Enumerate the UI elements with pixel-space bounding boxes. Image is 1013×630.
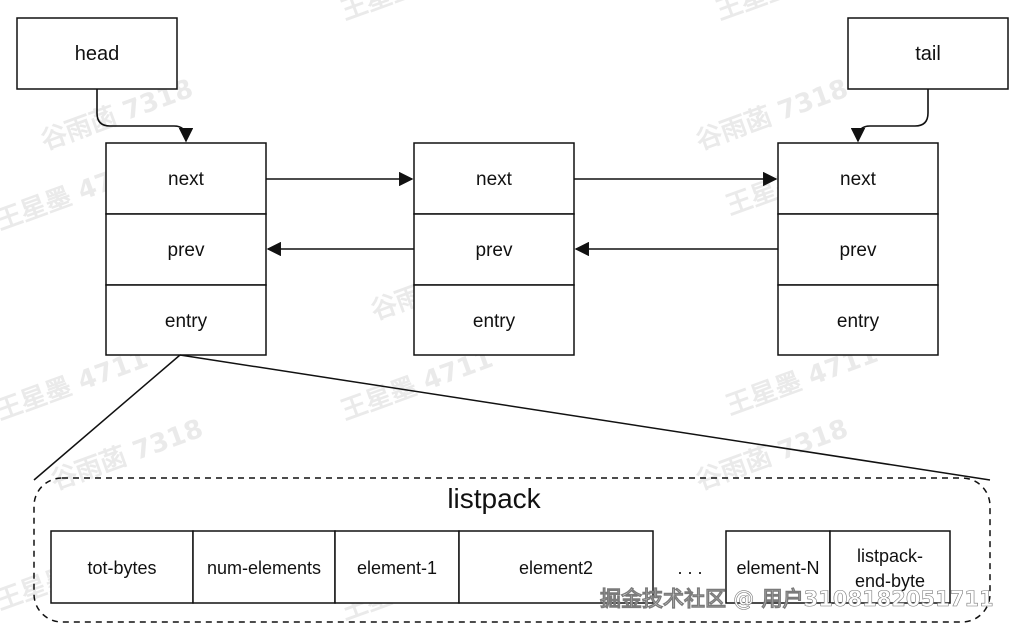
node-entry-field [413, 284, 575, 356]
entry-label: entry [473, 311, 516, 332]
ellipsis: . . . [677, 558, 702, 578]
node-entry-field [105, 284, 267, 356]
cell-label: tot-bytes [87, 558, 156, 578]
head-box: head [16, 17, 178, 90]
cell-label: element2 [519, 558, 593, 578]
prev-label: prev [840, 240, 877, 261]
tail-pointer-arrow [850, 89, 929, 143]
listpack-cell-element-n [725, 530, 831, 604]
prev-label: prev [476, 240, 513, 261]
next-label: next [476, 169, 513, 190]
head-label: head [75, 43, 120, 65]
next-label: next [840, 169, 877, 190]
cell-label-line-2: end-byte [855, 571, 925, 591]
cell-label: element-1 [357, 558, 437, 578]
quicklist-node: next prev entry [413, 142, 575, 356]
zoom-line [179, 354, 991, 481]
next-label: next [168, 169, 205, 190]
tail-label: tail [915, 43, 941, 65]
quicklist-node: next prev entry [777, 142, 939, 356]
prev-label: prev [168, 240, 205, 261]
head-pointer-arrow [96, 89, 194, 143]
site-watermark: 掘金技术社区 @ 用户3108182051711 [600, 587, 994, 611]
zoom-line [33, 354, 181, 481]
watermark-text: 王星墨 4711 [337, 344, 497, 427]
listpack-cell-num-elements [192, 530, 336, 604]
listpack-cell-tot-bytes [50, 530, 194, 604]
listpack-container: listpack tot-bytes num-elements element-… [33, 477, 991, 623]
listpack-cell-element-1 [334, 530, 460, 604]
entry-label: entry [165, 311, 208, 332]
watermark-text: 王星墨 4711 [0, 344, 152, 427]
cell-label: element-N [736, 558, 819, 578]
node-prev-field [777, 213, 939, 286]
node-next-field [105, 142, 267, 215]
node-next-field [777, 142, 939, 215]
listpack-cell-element2 [458, 530, 654, 604]
cell-label: num-elements [207, 558, 321, 578]
node-prev-field [413, 213, 575, 286]
watermark-text: 谷雨菡 7318 [47, 414, 207, 497]
quicklist-node: next prev entry [105, 142, 267, 356]
listpack-cell-end-byte [829, 530, 951, 604]
cell-label-line-1: listpack- [857, 546, 923, 566]
node-entry-field [777, 284, 939, 356]
entry-label: entry [837, 311, 880, 332]
watermark-text: 王星墨 4711 [337, 0, 497, 27]
listpack-title: listpack [447, 483, 541, 514]
tail-box: tail [847, 17, 1009, 90]
